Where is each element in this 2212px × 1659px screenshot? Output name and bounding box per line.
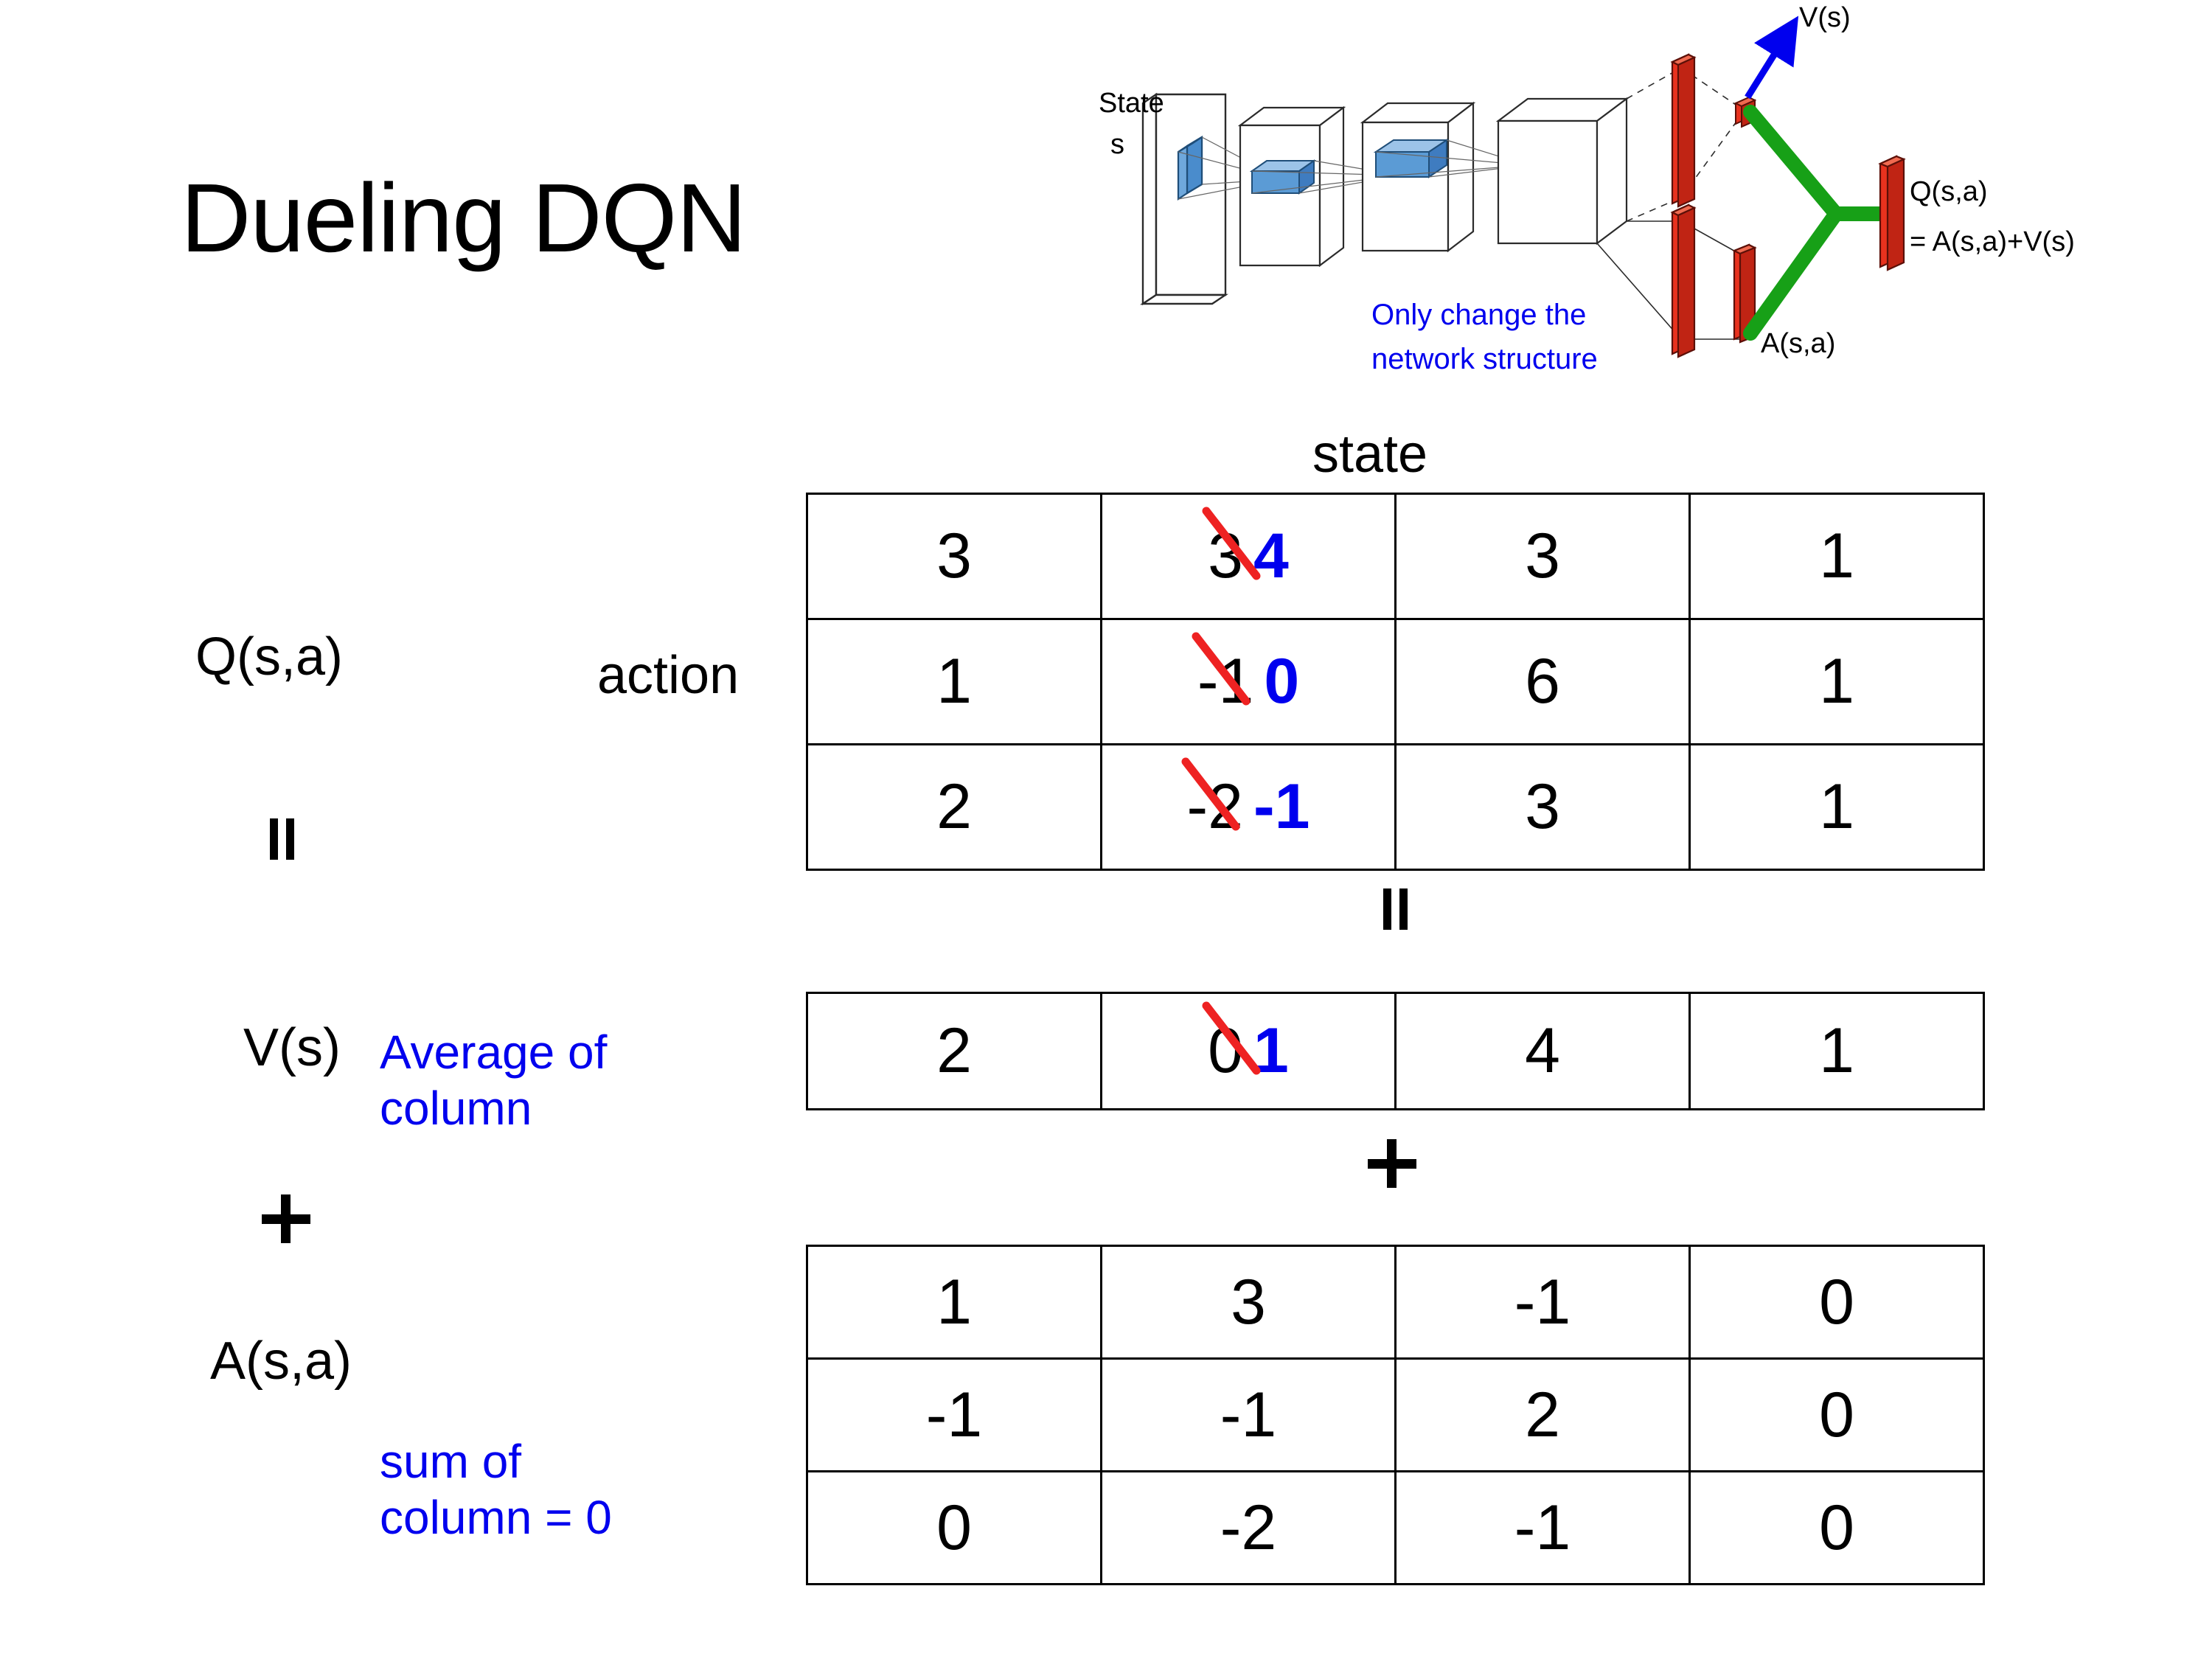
struck-value: 3 — [1202, 507, 1261, 593]
table-cell: -1 — [1394, 1245, 1691, 1360]
cell-value: 1 — [936, 646, 972, 717]
diagram-advantage-label: A(s,a) — [1761, 328, 1835, 359]
table-cell: -1 — [1394, 1470, 1691, 1585]
table-cell: 2 — [806, 743, 1102, 871]
table-cell: 3 — [1100, 1245, 1397, 1360]
table-cell: 2 — [806, 992, 1102, 1110]
table-cell: 6 — [1394, 618, 1691, 745]
cell-value: -1 — [925, 1379, 983, 1450]
table-cell: 3 — [1394, 493, 1691, 620]
corrected-value: 4 — [1253, 521, 1289, 591]
cell-value: 0 — [1819, 1379, 1854, 1450]
table-cell: 0 — [1688, 1245, 1985, 1360]
page-title: Dueling DQN — [181, 164, 747, 272]
q-function-label: Q(s,a) — [195, 627, 344, 686]
sum-of-column-note: sum of column = 0 — [380, 1435, 612, 1544]
cell-value: 0 — [936, 1492, 972, 1563]
table-cell: 1 — [1688, 743, 1985, 871]
table-cell: 1 — [1688, 618, 1985, 745]
a-value-table: 1 3 -1 0 -1 -1 2 0 0 -2 -1 0 — [806, 1245, 1985, 1585]
table-cell: 1 — [806, 1245, 1102, 1360]
table-row: 1 3 -1 0 — [806, 1245, 1985, 1360]
table-cell: 4 — [1394, 992, 1691, 1110]
table-row: 0 -2 -1 0 — [806, 1470, 1985, 1585]
cell-value: 6 — [1525, 646, 1560, 717]
cell-value: 3 — [1525, 521, 1560, 591]
v-function-label: V(s) — [243, 1018, 341, 1077]
plus-icon — [1368, 1139, 1416, 1188]
struck-value: -2 — [1181, 757, 1243, 844]
diagram-note-line1: Only change the — [1371, 299, 1586, 331]
a-function-label: A(s,a) — [210, 1332, 352, 1391]
struck-value: -1 — [1192, 632, 1253, 718]
cell-value: 1 — [1819, 521, 1854, 591]
plus-icon — [262, 1194, 310, 1243]
equals-icon — [265, 818, 299, 860]
cell-value: 2 — [936, 771, 972, 842]
cell-value: 1 — [1819, 771, 1854, 842]
dueling-network-diagram: State s V(s) A(s,a) Q(s,a) = A(s,a)+V(s)… — [1099, 0, 2212, 413]
corrected-value: -1 — [1253, 771, 1310, 842]
cell-value: 4 — [1525, 1015, 1560, 1086]
table-cell: 1 — [806, 618, 1102, 745]
table-row: -1 -1 2 0 — [806, 1357, 1985, 1472]
diagram-input-label: State — [1099, 88, 1164, 119]
table-row: 2 -2-1 3 1 — [806, 743, 1985, 871]
cell-value: 3 — [1525, 771, 1560, 842]
cell-value: 1 — [1819, 1015, 1854, 1086]
diagram-q-label-line2: = A(s,a)+V(s) — [1910, 226, 2075, 257]
cell-value: 3 — [1231, 1266, 1266, 1338]
cell-value: 1 — [936, 1266, 972, 1338]
state-axis-label: state — [1312, 425, 1428, 484]
average-of-column-note: Average of column — [380, 1026, 608, 1135]
action-axis-label: action — [597, 646, 740, 705]
table-cell: 0 — [806, 1470, 1102, 1585]
table-cell: -2 — [1100, 1470, 1397, 1585]
cell-value: -1 — [1514, 1266, 1571, 1338]
cell-value: 0 — [1819, 1266, 1854, 1338]
table-cell: 3 — [806, 493, 1102, 620]
diagram-input-label-s: s — [1110, 129, 1124, 160]
cell-value: 0 — [1819, 1492, 1854, 1563]
corrected-value: 0 — [1264, 646, 1300, 717]
table-cell: -1 — [806, 1357, 1102, 1472]
struck-value: 0 — [1202, 1001, 1261, 1088]
table-cell: 3 — [1394, 743, 1691, 871]
cell-value: 1 — [1819, 646, 1854, 717]
diagram-value-label: V(s) — [1799, 2, 1851, 33]
table-cell: 0 — [1688, 1470, 1985, 1585]
table-cell: -1 — [1100, 1357, 1397, 1472]
cell-value: 2 — [1525, 1379, 1560, 1450]
table-cell: 2 — [1394, 1357, 1691, 1472]
table-cell: -2-1 — [1100, 743, 1397, 871]
cell-value: -1 — [1220, 1379, 1277, 1450]
diagram-note-line2: network structure — [1371, 343, 1598, 375]
equals-icon — [1379, 888, 1413, 930]
cell-value: 2 — [936, 1015, 972, 1086]
table-cell: 1 — [1688, 493, 1985, 620]
diagram-q-label-line1: Q(s,a) — [1910, 176, 1988, 207]
cell-value: -1 — [1514, 1492, 1571, 1563]
cell-value: 3 — [936, 521, 972, 591]
corrected-value: 1 — [1253, 1015, 1289, 1086]
cell-value: -2 — [1220, 1492, 1277, 1563]
table-cell: 0 — [1688, 1357, 1985, 1472]
table-cell: 1 — [1688, 992, 1985, 1110]
